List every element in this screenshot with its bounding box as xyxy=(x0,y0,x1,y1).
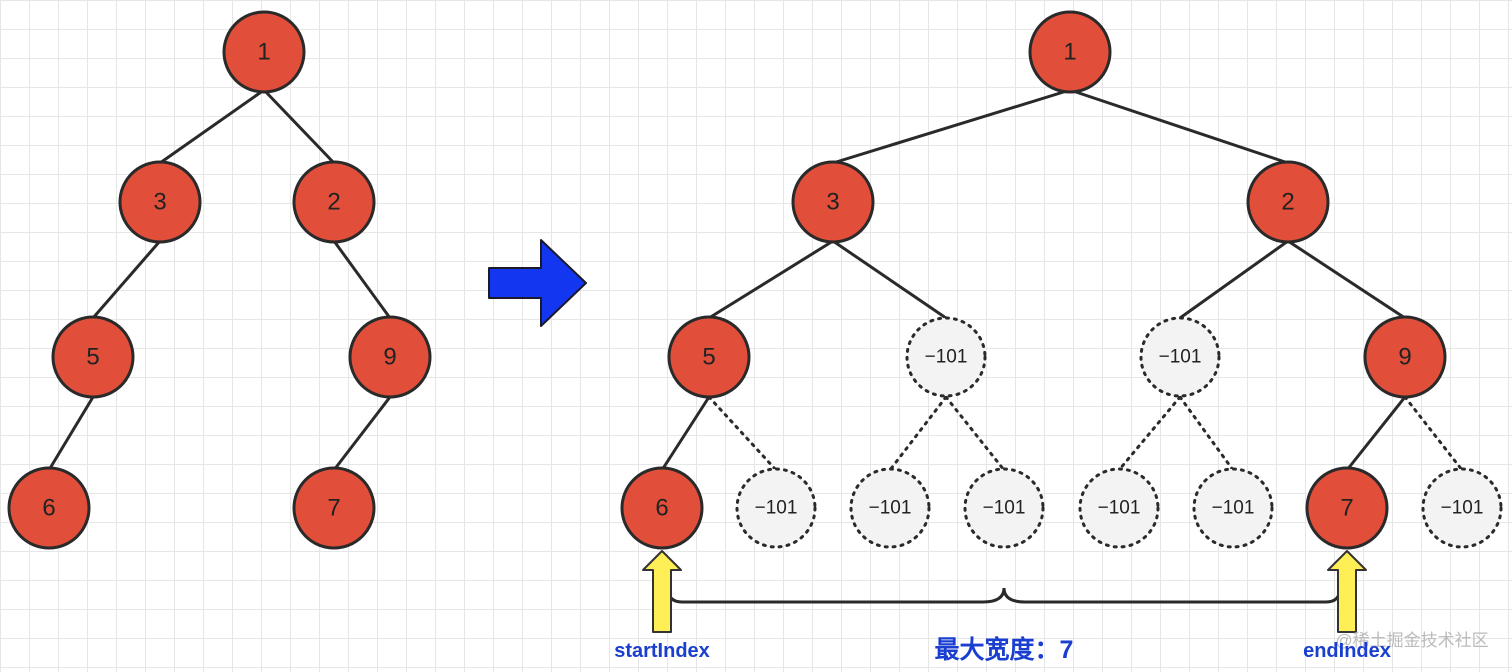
placeholder-value: −101 xyxy=(925,347,968,368)
placeholder-node: −101 xyxy=(963,467,1045,549)
node-value: 9 xyxy=(1398,344,1411,371)
watermark: @稀土掘金技术社区 xyxy=(1335,631,1488,650)
width-brace xyxy=(666,586,1342,604)
tree-node: 3 xyxy=(791,160,875,244)
node-value: 7 xyxy=(327,495,340,522)
tree-node: 7 xyxy=(1305,466,1389,550)
placeholder-node: −101 xyxy=(905,316,987,398)
edge xyxy=(332,240,392,319)
tree-node: 9 xyxy=(348,315,432,399)
edge xyxy=(832,239,947,320)
node-value: 2 xyxy=(327,189,340,216)
dotted-edge xyxy=(944,395,1006,472)
dotted-edge xyxy=(888,395,948,472)
right-tree-solid-edges xyxy=(660,88,1407,471)
end-index-label: endIndex xyxy=(1303,640,1391,662)
edge xyxy=(1069,88,1289,165)
dotted-edge xyxy=(707,395,778,472)
tree-node: 1 xyxy=(1028,10,1112,94)
edge xyxy=(1179,239,1289,320)
tree-node: 6 xyxy=(620,466,704,550)
start-index-label: startIndex xyxy=(614,640,710,662)
start-marker-arrow-icon xyxy=(642,550,682,633)
tree-node: 2 xyxy=(292,160,376,244)
placeholder-value: −101 xyxy=(755,498,798,519)
edge xyxy=(159,88,265,165)
arrow-right-icon xyxy=(488,239,587,327)
placeholder-value: −101 xyxy=(1098,498,1141,519)
node-value: 3 xyxy=(153,189,166,216)
placeholder-node: −101 xyxy=(1421,467,1503,549)
end-marker-arrow-icon xyxy=(1327,550,1367,633)
edge xyxy=(332,396,392,471)
tree-node: 5 xyxy=(51,315,135,399)
max-width-label: 最大宽度：7 xyxy=(935,635,1074,664)
right-tree-dotted-edges xyxy=(707,395,1464,472)
tree-node: 9 xyxy=(1363,315,1447,399)
placeholder-value: −101 xyxy=(1159,347,1202,368)
edge xyxy=(1345,396,1407,471)
edge xyxy=(832,88,1071,165)
placeholder-value: −101 xyxy=(1441,498,1484,519)
node-value: 6 xyxy=(655,495,668,522)
tree-node: 7 xyxy=(292,466,376,550)
node-value: 1 xyxy=(1063,39,1076,66)
tree-node: 1 xyxy=(222,10,306,94)
tree-node: 3 xyxy=(118,160,202,244)
dotted-edge xyxy=(1403,395,1464,472)
placeholder-value: −101 xyxy=(869,498,912,519)
right-tree-nodes: 1 3 2 5 9 6 7 xyxy=(620,10,1447,550)
placeholder-node: −101 xyxy=(1139,316,1221,398)
node-value: 9 xyxy=(383,344,396,371)
edge xyxy=(1287,239,1406,320)
dotted-edge xyxy=(1117,395,1182,472)
node-value: 5 xyxy=(86,344,99,371)
edge xyxy=(660,396,711,471)
node-value: 5 xyxy=(702,344,715,371)
placeholder-nodes: −101 −101 −101 −101 −101 −101 −101 −101 xyxy=(735,316,1503,549)
placeholder-value: −101 xyxy=(1212,498,1255,519)
placeholder-node: −101 xyxy=(1192,467,1274,549)
left-tree-edges xyxy=(47,88,392,471)
left-tree-nodes: 1 3 2 5 9 6 7 xyxy=(7,10,432,550)
tree-node: 5 xyxy=(667,315,751,399)
node-value: 2 xyxy=(1281,189,1294,216)
placeholder-node: −101 xyxy=(735,467,817,549)
placeholder-node: −101 xyxy=(1078,467,1160,549)
placeholder-node: −101 xyxy=(849,467,931,549)
node-value: 3 xyxy=(826,189,839,216)
tree-node: 6 xyxy=(7,466,91,550)
node-value: 7 xyxy=(1340,495,1353,522)
dotted-edge xyxy=(1178,395,1235,472)
node-value: 6 xyxy=(42,495,55,522)
edge xyxy=(91,240,162,319)
node-value: 1 xyxy=(257,39,270,66)
placeholder-value: −101 xyxy=(983,498,1026,519)
edge xyxy=(47,396,95,471)
edge xyxy=(262,88,336,165)
tree-node: 2 xyxy=(1246,160,1330,244)
edge xyxy=(708,239,834,320)
